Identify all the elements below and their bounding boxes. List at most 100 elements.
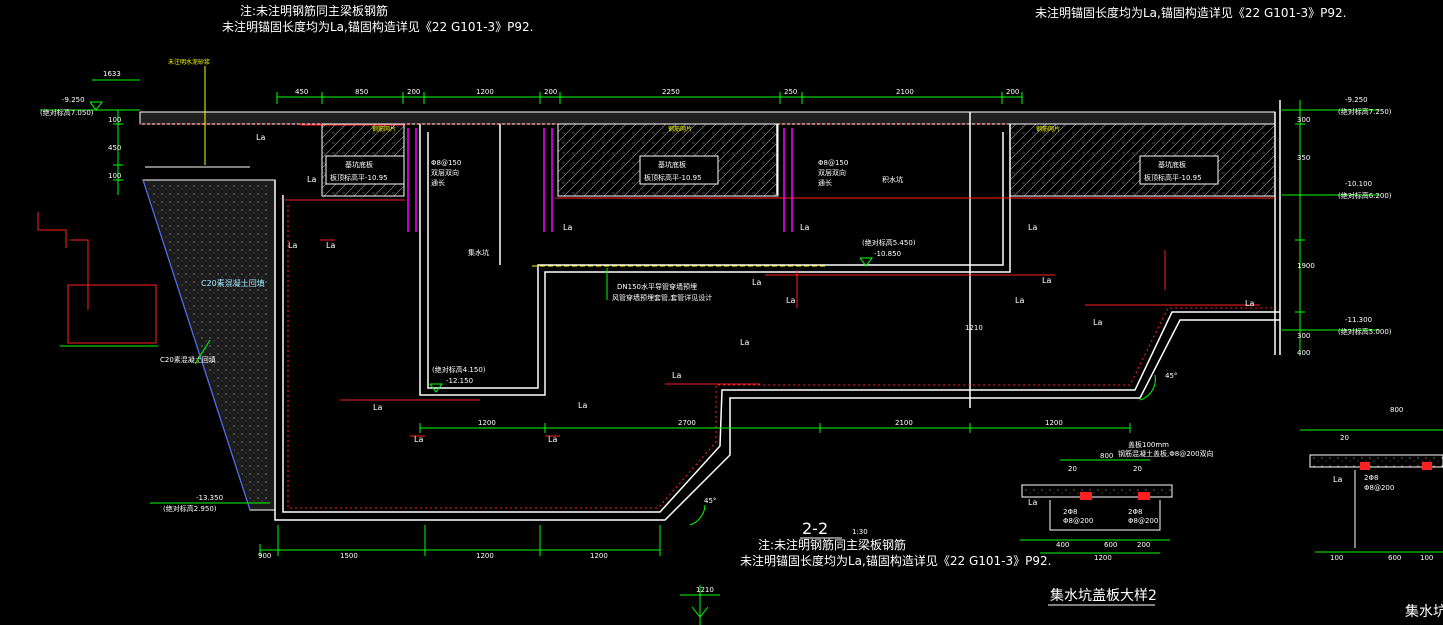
detail2-dim-b2: 600 (1388, 554, 1401, 562)
note-bottom-line2: 未注明锚固长度均为La,锚固构造详见《22 G101-3》P92. (740, 553, 1051, 568)
top-dim-9: 200 (1006, 88, 1019, 96)
elev-pit-mid-rel: (绝对标高5.450) (862, 238, 916, 247)
pit-low-marker (429, 383, 443, 393)
elev-pit-mid: -10.850 (874, 250, 901, 258)
angle-label-2: 45° (1165, 372, 1177, 380)
rebar-anno-6: 通长 (818, 178, 832, 187)
top-dim-4: 1200 (476, 88, 494, 96)
detail2-la: La (1333, 475, 1342, 484)
la-1: La (256, 133, 265, 142)
la-12: La (740, 338, 749, 347)
elev-left-top-rel: (绝对标高7.050) (40, 108, 94, 117)
elev-right-top-rel: (绝对标高7.250) (1338, 107, 1392, 116)
top-dim-7: 250 (784, 88, 797, 96)
la-8: La (752, 278, 761, 287)
detail-dim-total: 1200 (1094, 554, 1112, 562)
elev-pit-low-rel: (绝对标高4.150) (432, 365, 486, 374)
angle-arc-2 (1139, 374, 1156, 401)
elev-right-mid-rel: (绝对标高6.200) (1338, 191, 1392, 200)
size-1633: 1633 (103, 70, 121, 78)
note-bottom-line1: 注:未注明钢筋同主梁板钢筋 (758, 537, 906, 552)
left-rebar-detail (37, 212, 158, 347)
slab3-label: 基坑底板 (1158, 160, 1186, 169)
top-dimension-chain (276, 92, 1023, 104)
bottom-dim-4: 1200 (590, 552, 608, 560)
rebar-lines (285, 124, 1275, 509)
elev-right-low-rel: (绝对标高5.000) (1338, 327, 1392, 336)
detail-dim-left: 20 (1068, 465, 1077, 473)
detail-dim-b3: 200 (1137, 541, 1150, 549)
left-axis-2: 450 (108, 144, 121, 152)
slab3-sub: 板顶标高平-10.95 (1144, 173, 1202, 182)
detail2-title: 集水坑 (1405, 603, 1443, 620)
elev-bottom-left: -13.350 (196, 494, 223, 502)
left-axis (113, 110, 123, 195)
slab2-label: 基坑底板 (658, 160, 686, 169)
la-15: La (578, 401, 587, 410)
detail-la: La (1028, 498, 1037, 507)
right-axis-2: 350 (1297, 154, 1310, 162)
bottom-dimension-chain (259, 525, 661, 556)
rebar-anno-3: 通长 (431, 178, 445, 187)
mid-dim-2: 2700 (678, 419, 696, 427)
top-dim-2: 850 (355, 88, 368, 96)
top-dim-8: 2100 (896, 88, 914, 96)
section-scale: 1:30 (852, 528, 868, 536)
la-6: La (800, 223, 809, 232)
detail-dim-b1: 400 (1056, 541, 1069, 549)
detail-plate: 盖板100mm (1128, 440, 1169, 449)
elev-right-mid: -10.100 (1345, 180, 1372, 188)
yellow-label-3: 钢筋网片 (1036, 125, 1060, 133)
la-13: La (672, 371, 681, 380)
right-axis-6: 400 (1297, 349, 1310, 357)
mid-dimension-chain (419, 423, 1131, 433)
detail2-dim-b3: 100 (1420, 554, 1433, 562)
detail-cover-plate (1020, 459, 1173, 554)
la-14: La (373, 403, 382, 412)
la-4: La (326, 241, 335, 250)
detail-rebar-a: 2Φ8 (1063, 508, 1077, 516)
elev-bottom-left-rel: (绝对标高2.950) (163, 504, 217, 513)
la-7: La (1028, 223, 1037, 232)
fill-leader (194, 339, 211, 365)
top-note-label: 未注明水泥砂浆 (168, 58, 210, 66)
left-axis-1: 100 (108, 116, 121, 124)
angle-label-1: 45° (704, 497, 716, 505)
la-19: La (786, 296, 795, 305)
detail-dim-right: 20 (1133, 465, 1142, 473)
detail2-rebar-b: Φ8@200 (1364, 484, 1394, 492)
top-dim-5: 200 (544, 88, 557, 96)
detail-rebar-a2: 2Φ8 (1128, 508, 1142, 516)
top-dim-6: 2250 (662, 88, 680, 96)
elev-right-low: -11.300 (1345, 316, 1372, 324)
note-top-left-line2: 未注明锚固长度均为La,锚固构造详见《22 G101-3》P92. (222, 19, 533, 34)
pit-label: 集水坑 (468, 248, 489, 257)
bottom-dim-2: 1500 (340, 552, 358, 560)
right-axis-5: 300 (1297, 332, 1310, 340)
detail-plate-sub: 钢筋混凝土盖板,Φ8@200双向 (1118, 449, 1214, 458)
la-9: La (1042, 276, 1051, 285)
detail-rebar-b: Φ8@200 (1063, 517, 1093, 525)
slope-line (142, 179, 251, 511)
detail2-rebar-a: 2Φ8 (1364, 474, 1378, 482)
right-axis-1: 300 (1297, 116, 1310, 124)
pit-wall-label: 积水坑 (882, 175, 903, 184)
detail-cover-plate-2 (1300, 429, 1443, 553)
slab1-label: 基坑底板 (345, 160, 373, 169)
top-dim-3: 200 (407, 88, 420, 96)
stirrups (407, 128, 793, 232)
elev-left-top: -9.250 (62, 96, 85, 104)
bottom-dim-1: 900 (258, 552, 271, 560)
bottom-marker-dim: 1210 (696, 586, 714, 594)
la-18: La (1015, 296, 1024, 305)
detail2-dim-b1: 100 (1330, 554, 1343, 562)
pit-mid-marker (859, 257, 873, 267)
slab1-sub: 板顶标高平-10.95 (330, 173, 388, 182)
fill-leader-label: C20素混凝土回填 (160, 355, 216, 364)
pit-walls (274, 100, 1281, 521)
detail2-dim-left: 20 (1340, 434, 1349, 442)
detail2-dim-top: 800 (1390, 406, 1403, 414)
rebar-anno-1: Φ8@150 (431, 159, 461, 167)
la-3: La (288, 241, 297, 250)
elev-pit-low: -12.150 (446, 377, 473, 385)
